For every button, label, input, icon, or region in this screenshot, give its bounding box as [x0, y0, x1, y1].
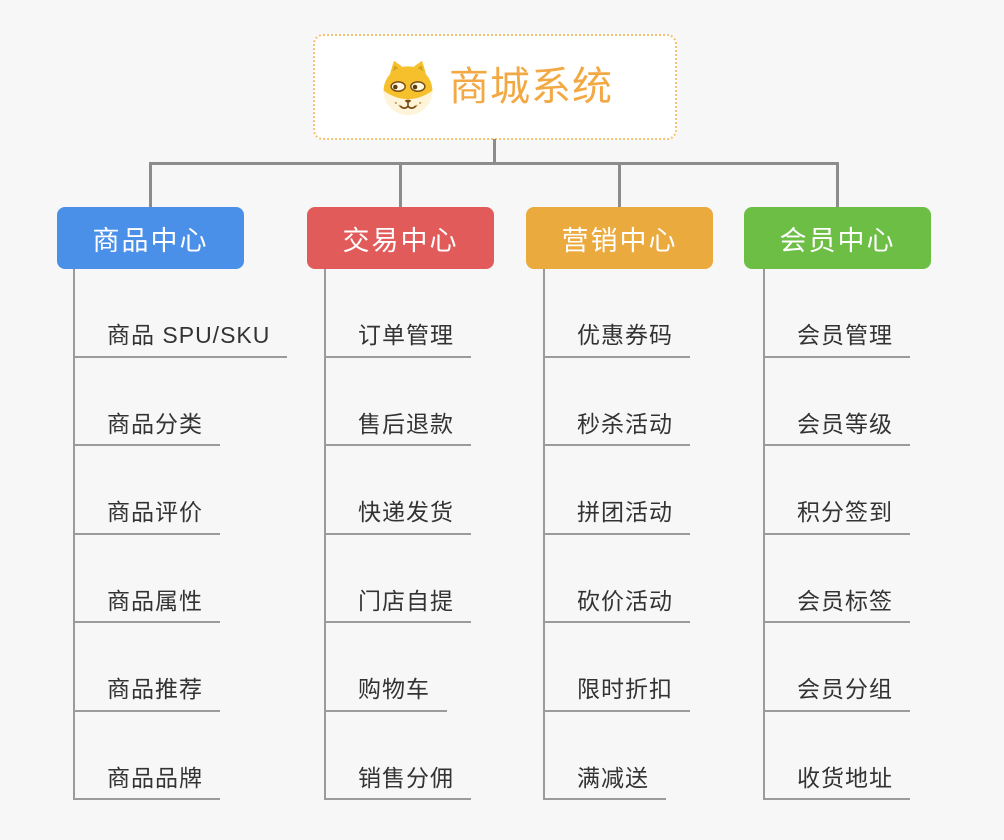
- child-node[interactable]: 商品 SPU/SKU: [75, 269, 288, 358]
- child-node[interactable]: 销售分佣: [326, 712, 471, 800]
- child-node[interactable]: 商品属性: [75, 535, 287, 623]
- connector-root-stem: [493, 139, 496, 164]
- connector-bus: [149, 162, 839, 165]
- connector-drop-3: [618, 163, 621, 207]
- child-node[interactable]: 门店自提: [326, 535, 471, 623]
- child-node[interactable]: 会员等级: [765, 358, 910, 446]
- child-node[interactable]: 限时折扣: [545, 623, 690, 712]
- child-node[interactable]: 商品品牌: [75, 712, 287, 800]
- child-node[interactable]: 拼团活动: [545, 446, 690, 535]
- child-node[interactable]: 秒杀活动: [545, 358, 690, 446]
- branch-children-product-center: 商品 SPU/SKU 商品分类 商品评价 商品属性 商品推荐 商品品牌: [73, 269, 288, 800]
- child-node[interactable]: 积分签到: [765, 446, 910, 535]
- connector-drop-2: [399, 163, 402, 207]
- root-node[interactable]: 商城系统: [313, 34, 677, 140]
- dog-face-icon: [383, 60, 433, 116]
- child-node[interactable]: 会员标签: [765, 535, 910, 623]
- branch-node-marketing-center[interactable]: 营销中心: [526, 207, 713, 269]
- branch-children-marketing-center: 优惠券码 秒杀活动 拼团活动 砍价活动 限时折扣 满减送: [543, 269, 690, 800]
- child-node[interactable]: 商品推荐: [75, 623, 287, 712]
- child-node[interactable]: 会员管理: [765, 269, 910, 358]
- child-node[interactable]: 商品分类: [75, 358, 287, 446]
- branch-node-member-center[interactable]: 会员中心: [744, 207, 931, 269]
- child-node[interactable]: 会员分组: [765, 623, 910, 712]
- branch-children-trade-center: 订单管理 售后退款 快递发货 门店自提 购物车 销售分佣: [324, 269, 471, 800]
- child-node[interactable]: 收货地址: [765, 712, 910, 800]
- connector-drop-4: [836, 163, 839, 207]
- branch-node-product-center[interactable]: 商品中心: [57, 207, 244, 269]
- connector-drop-1: [149, 163, 152, 207]
- child-node[interactable]: 快递发货: [326, 446, 471, 535]
- child-node[interactable]: 满减送: [545, 712, 690, 800]
- child-node[interactable]: 售后退款: [326, 358, 471, 446]
- branch-node-trade-center[interactable]: 交易中心: [307, 207, 494, 269]
- child-node[interactable]: 砍价活动: [545, 535, 690, 623]
- child-node[interactable]: 订单管理: [326, 269, 471, 358]
- root-title: 商城系统: [449, 65, 613, 109]
- child-node[interactable]: 购物车: [326, 623, 471, 712]
- child-node[interactable]: 商品评价: [75, 446, 287, 535]
- child-node[interactable]: 优惠券码: [545, 269, 690, 358]
- branch-children-member-center: 会员管理 会员等级 积分签到 会员标签 会员分组 收货地址: [763, 269, 910, 800]
